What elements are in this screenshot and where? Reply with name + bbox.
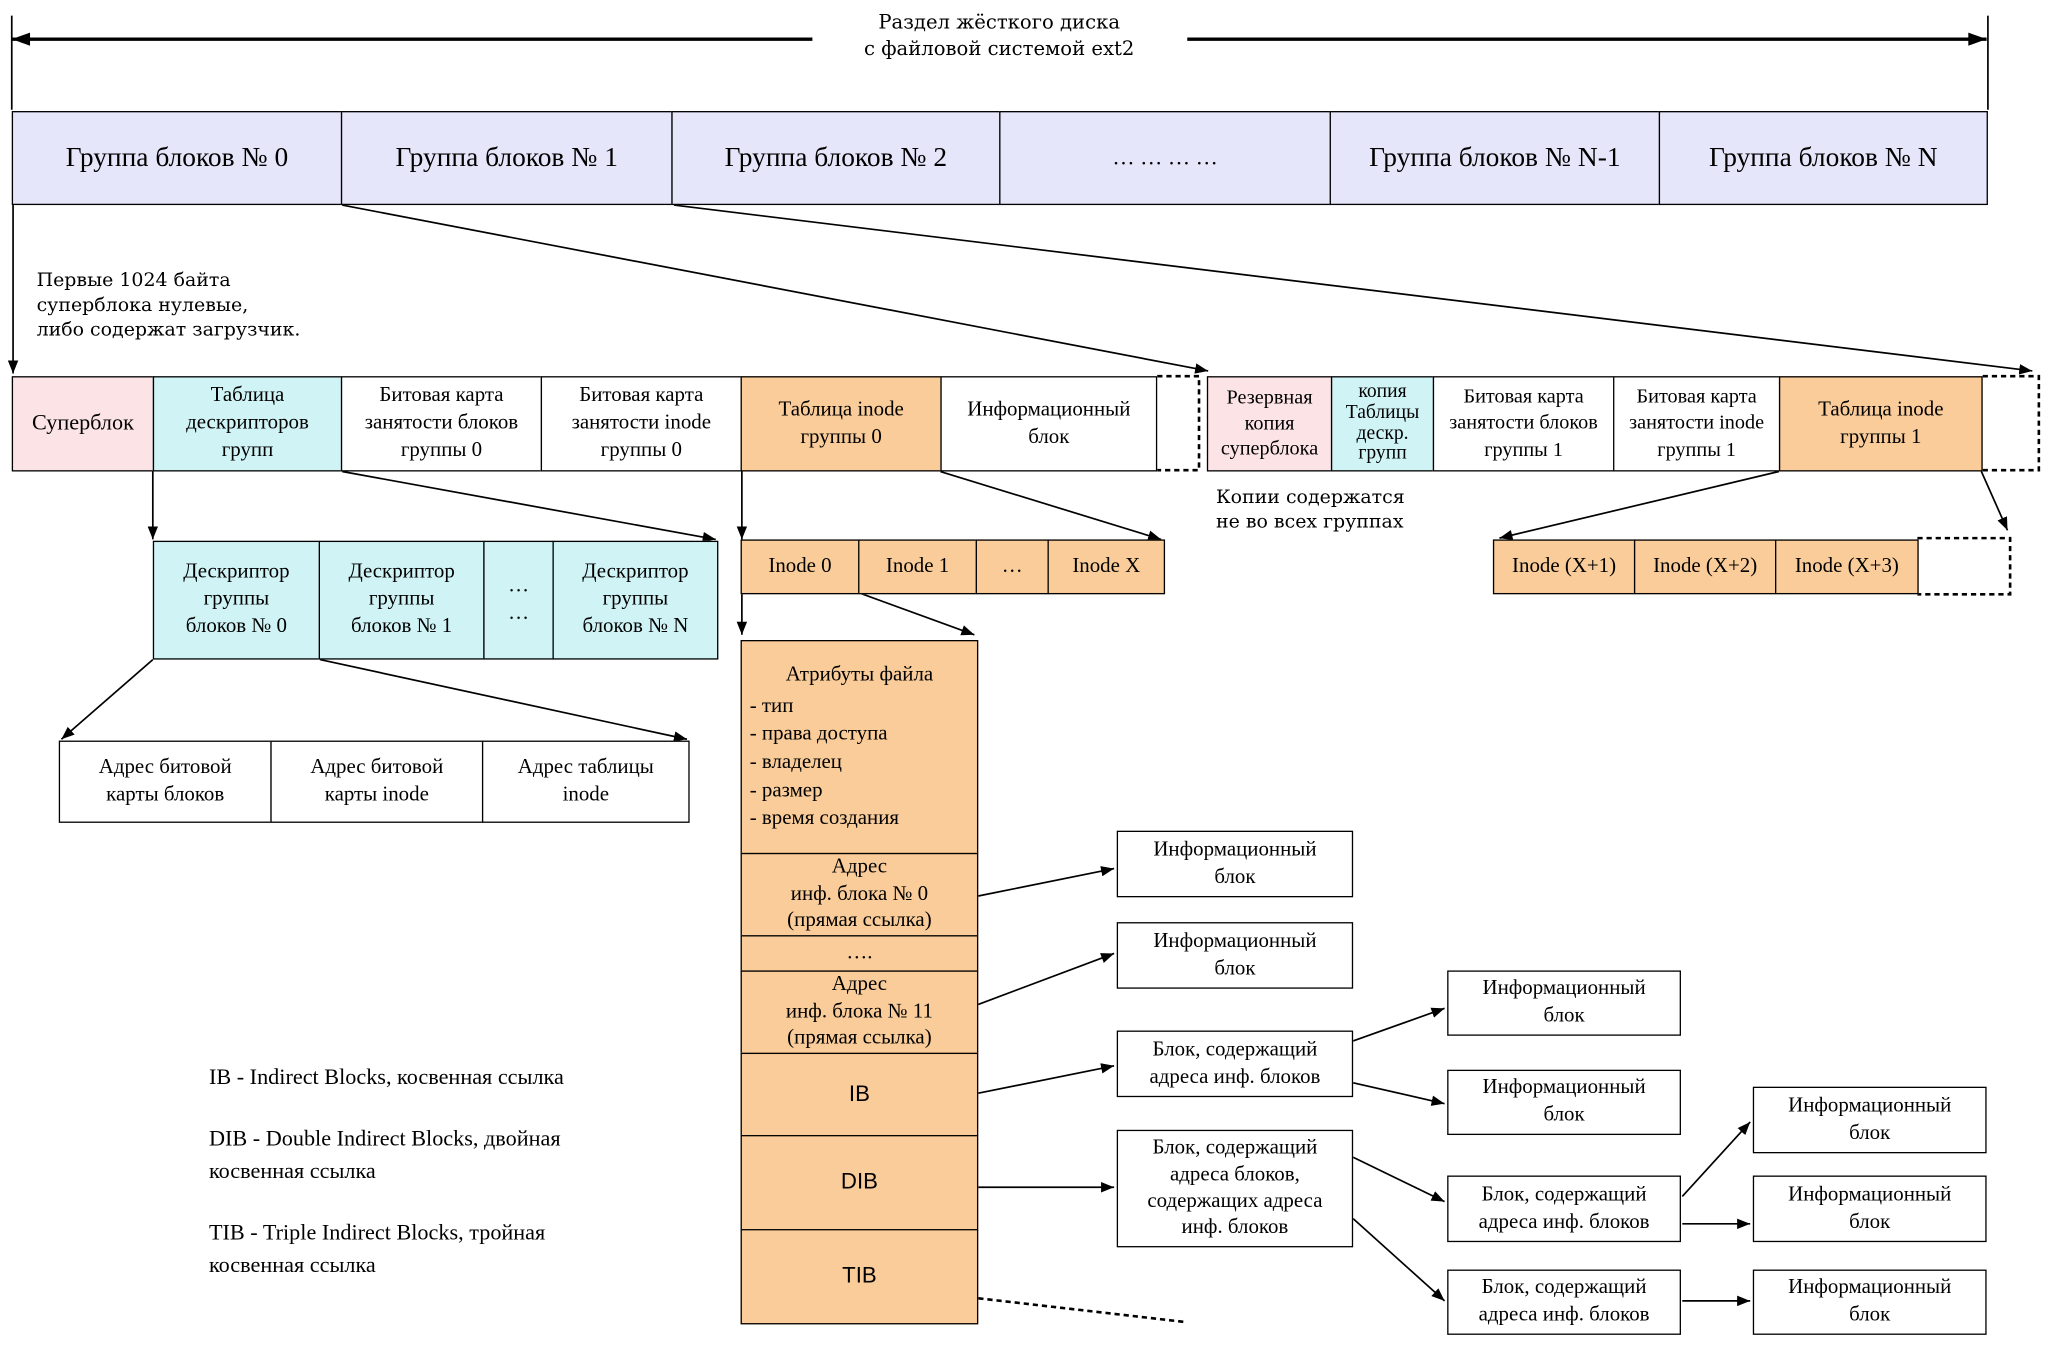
data-block-ib-1: Информационный блок	[1447, 970, 1681, 1036]
double-indirect-address-block: Блок, содержащий адреса блоков, содержащ…	[1116, 1129, 1354, 1248]
descriptor-table-copy: копия Таблицы дескр. групп	[1330, 376, 1435, 472]
group-descriptor-table: Таблица дескрипторов групп	[152, 376, 343, 472]
inode-x: Inode X	[1047, 539, 1166, 595]
inode-bitmap-0: Битовая карта занятости inode группы 0	[540, 376, 742, 472]
descriptor-1: Дескриптор группы блоков № 1	[318, 540, 485, 660]
first-bytes-note: Первые 1024 байта суперблока нулевые, ли…	[36, 270, 301, 341]
inode-0: Inode 0	[740, 539, 860, 595]
direct-address-0: Адрес инф. блока № 0 (прямая ссылка)	[740, 852, 979, 937]
dib-address-block-2: Блок, содержащий адреса инф. блоков	[1447, 1269, 1681, 1335]
inode-x-plus-2: Inode (X+2)	[1633, 539, 1777, 595]
inode-bitmap-1: Битовая карта занятости inode группы 1	[1613, 376, 1781, 472]
file-attributes-title: Атрибуты файла	[785, 663, 934, 686]
file-attributes-list: - тип - права доступа - владелец - разме…	[749, 694, 900, 830]
copies-note: Копии содержатся не во всех группах	[1215, 487, 1405, 533]
block-group-2: Группа блоков № 2	[671, 111, 1001, 206]
block-group-0: Группа блоков № 0	[11, 111, 343, 206]
data-block-0: Информационный блок	[940, 376, 1158, 472]
field-inode-table-address: Адрес таблицы inode	[481, 740, 690, 823]
legend-ib: IB - Indirect Blocks, косвенная ссылка	[208, 1064, 564, 1090]
data-block-dib-3: Информационный блок	[1752, 1269, 1987, 1335]
descriptor-0: Дескриптор группы блоков № 0	[152, 540, 320, 660]
inode-table-0: Таблица inode группы 0	[740, 376, 942, 472]
inode-table-1: Таблица inode группы 1	[1778, 376, 1983, 472]
block-bitmap-1: Битовая карта занятости блоков группы 1	[1432, 376, 1615, 472]
block-bitmap-0: Битовая карта занятости блоков группы 0	[340, 376, 543, 472]
direct-address-11: Адрес инф. блока № 11 (прямая ссылка)	[740, 970, 979, 1055]
direct-address-dots: ….	[740, 935, 979, 972]
field-inode-bitmap-address: Адрес битовой карты inode	[270, 740, 484, 823]
data-block-dib-1: Информационный блок	[1752, 1086, 1987, 1154]
data-block-dib-2: Информационный блок	[1752, 1175, 1987, 1243]
field-block-bitmap-address: Адрес битовой карты блоков	[58, 740, 272, 823]
data-block-direct-11: Информационный блок	[1116, 922, 1354, 989]
superblock-backup: Резервная копия суперблока	[1206, 376, 1333, 472]
block-group-n: Группа блоков № N	[1658, 111, 1988, 206]
block-group-ellipsis: … … … …	[999, 111, 1331, 206]
partition-title: Раздел жёсткого диска с файловой системо…	[823, 10, 1176, 61]
superblock: Суперблок	[11, 376, 155, 472]
partition-title-line1: Раздел жёсткого диска	[878, 10, 1121, 34]
legend-dib: DIB - Double Indirect Blocks, двойная ко…	[208, 1125, 561, 1183]
indirect-block-pointer: IB	[740, 1052, 979, 1137]
double-indirect-pointer: DIB	[740, 1135, 979, 1231]
partition-title-line2: с файловой системой ext2	[863, 35, 1135, 60]
data-block-direct-0: Информационный блок	[1116, 830, 1354, 898]
inode-x-plus-1: Inode (X+1)	[1492, 539, 1636, 595]
triple-indirect-pointer: TIB	[740, 1229, 979, 1325]
descriptor-n: Дескриптор группы блоков № N	[552, 540, 719, 660]
inode-ellipsis: …	[975, 539, 1049, 595]
legend-tib: TIB - Triple Indirect Blocks, тройная ко…	[208, 1219, 546, 1277]
file-attributes: Атрибуты файла - тип - права доступа - в…	[740, 639, 979, 855]
dib-address-block-1: Блок, содержащий адреса инф. блоков	[1447, 1175, 1681, 1243]
block-group-1: Группа блоков № 1	[340, 111, 673, 206]
inode-1: Inode 1	[858, 539, 977, 595]
data-block-ib-2: Информационный блок	[1447, 1069, 1681, 1136]
indirect-address-block: Блок, содержащий адреса инф. блоков	[1116, 1030, 1354, 1098]
inode-x-plus-3: Inode (X+3)	[1775, 539, 1919, 595]
descriptor-ellipsis: … …	[483, 540, 554, 660]
block-group-n-minus-1: Группа блоков № N-1	[1329, 111, 1661, 206]
superblock-label: Суперблок	[31, 410, 134, 436]
